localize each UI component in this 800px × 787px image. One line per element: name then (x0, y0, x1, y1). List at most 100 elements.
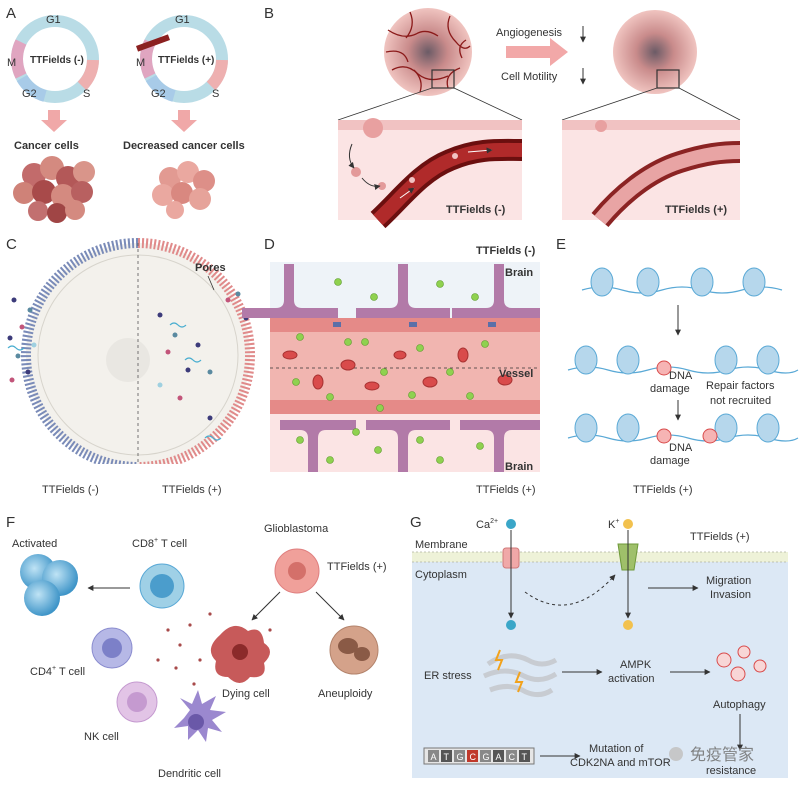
vessel-band (270, 318, 540, 414)
tumor-vessels-left (385, 11, 471, 93)
dna-base-letter: A (431, 752, 437, 762)
dying-cell-label: Dying cell (222, 688, 270, 700)
nk-cell-label: NK cell (84, 731, 119, 743)
membrane-left (21, 238, 139, 464)
panel-a: A G1 M G2 S TTFields (-) G1 M G2 S TTFie… (6, 5, 245, 223)
k-ion-top (623, 519, 633, 529)
dying-cell (210, 625, 270, 683)
dna-base-letter: T (444, 752, 450, 762)
dna-base-box (480, 750, 491, 762)
panel-letter-g: G (410, 514, 422, 531)
cytoplasm-label: Cytoplasm (415, 569, 467, 581)
panel-b: B Angiogenesis Cell Motility (264, 5, 741, 229)
panel-g: G Membrane Cytoplasm Ca2+ K+ TTFields (+… (410, 514, 788, 778)
down-arrow-right (171, 110, 197, 132)
dendritic-cell (174, 690, 226, 742)
tumor-right (613, 10, 697, 94)
angiogenesis-label: Angiogenesis (496, 27, 563, 39)
invasion-label: Invasion (710, 589, 751, 601)
panel-letter-b: B (264, 5, 274, 22)
dna-base-box (441, 750, 452, 762)
panel-letter-a: A (6, 5, 16, 22)
glioblastoma-label: Glioblastoma (264, 523, 329, 535)
cycle-g2-right: G2 (151, 88, 166, 100)
ca-ion-bottom (506, 620, 516, 630)
cancer-cell-cluster-large (13, 156, 95, 223)
ca-ion-top (506, 519, 516, 529)
mitosis-block-bar (135, 34, 171, 52)
activated-label: Activated (12, 538, 57, 550)
debris-dots (156, 612, 272, 686)
d-top-right: TTFields (-) (476, 245, 536, 257)
panel-d: D TTFields (-) Brain Vessel (242, 236, 540, 496)
center-label-left: TTFields (-) (30, 55, 84, 66)
dna-sequence-strip (423, 747, 535, 765)
panel-letter-d: D (264, 236, 275, 253)
c-label-right: TTFields (+) (162, 484, 222, 496)
panel-letter-e: E (556, 236, 566, 253)
dna-base-box (506, 750, 517, 762)
e-bottom-label: TTFields (+) (633, 484, 693, 496)
repair-factors-2: not recruited (710, 395, 771, 407)
chromatin-row-1 (581, 267, 783, 297)
result-left: Cancer cells (14, 140, 79, 152)
green-molecules (292, 278, 489, 464)
brain-cells-top (242, 264, 540, 318)
panel-f: F Activated CD8+ T cell Glioblastoma TTF… (6, 514, 387, 780)
cd4-label: CD4+ T cell (30, 665, 85, 678)
dna-damage-2a: DNA (669, 442, 693, 454)
zoom-label-left: TTFields (-) (446, 204, 506, 216)
ca-label: Ca2+ (476, 518, 498, 531)
dna-base-box (454, 750, 465, 762)
cd8-label: CD8+ T cell (132, 537, 187, 550)
panel-letter-c: C (6, 236, 17, 253)
d-bottom-right: TTFields (+) (476, 484, 536, 496)
cycle-g2-left: G2 (22, 88, 37, 100)
chromatin-row-2 (567, 345, 799, 376)
dna-base-letter: A (496, 752, 502, 762)
membrane-band (412, 552, 788, 562)
panel-c: C (6, 236, 255, 496)
dna-base-box (467, 750, 478, 762)
dna-base-letter: C (509, 752, 516, 762)
brain-bottom-label: Brain (505, 461, 533, 473)
dendritic-label: Dendritic cell (158, 768, 221, 780)
dna-base-letter: T (522, 752, 528, 762)
zoom-panel-left: TTFields (-) (338, 118, 523, 229)
k-label: K+ (608, 518, 619, 531)
membrane-lipids (412, 551, 788, 563)
cycle-s-right: S (212, 88, 219, 100)
cycle-g1-right: G1 (175, 14, 190, 26)
activated-t-cells (20, 554, 78, 616)
cell-cycle-ring-left (11, 15, 99, 103)
zoom-box-left (431, 69, 455, 89)
chromatin-row-3 (567, 413, 799, 444)
dna-base-letter: G (483, 752, 490, 762)
zoom-label-right: TTFields (+) (665, 204, 727, 216)
autophagosomes (716, 645, 767, 682)
er-stress-label: ER stress (424, 670, 472, 682)
resistance-label: resistance (706, 765, 756, 777)
dna-base-letter: G (457, 752, 464, 762)
dna-damage-2b: damage (650, 455, 690, 467)
cycle-g1-left: G1 (46, 14, 61, 26)
dna-damage-1a: DNA (669, 370, 693, 382)
c-label-left: TTFields (-) (42, 484, 99, 496)
red-blood-cells (282, 347, 513, 391)
panel-e: E DNA damage Repair factors not recruite… (556, 236, 799, 496)
cycle-m-right: M (136, 57, 145, 69)
ampk-label: AMPK (620, 659, 652, 671)
zoom-panel-right: TTFields (+) (562, 120, 741, 228)
center-label-right: TTFields (+) (158, 55, 214, 66)
down-arrow-left (41, 110, 67, 132)
autophagy-label: Autophagy (713, 699, 766, 711)
vessel-label: Vessel (499, 368, 533, 380)
mutation-label-2: CDK2NA and mTOR (570, 757, 671, 769)
svg-text:免疫管家: 免疫管家 (690, 746, 754, 764)
pores-label: Pores (195, 262, 226, 274)
dna-base-letter: C (470, 752, 477, 762)
cycle-m-left: M (7, 57, 16, 69)
activation-label: activation (608, 673, 654, 685)
